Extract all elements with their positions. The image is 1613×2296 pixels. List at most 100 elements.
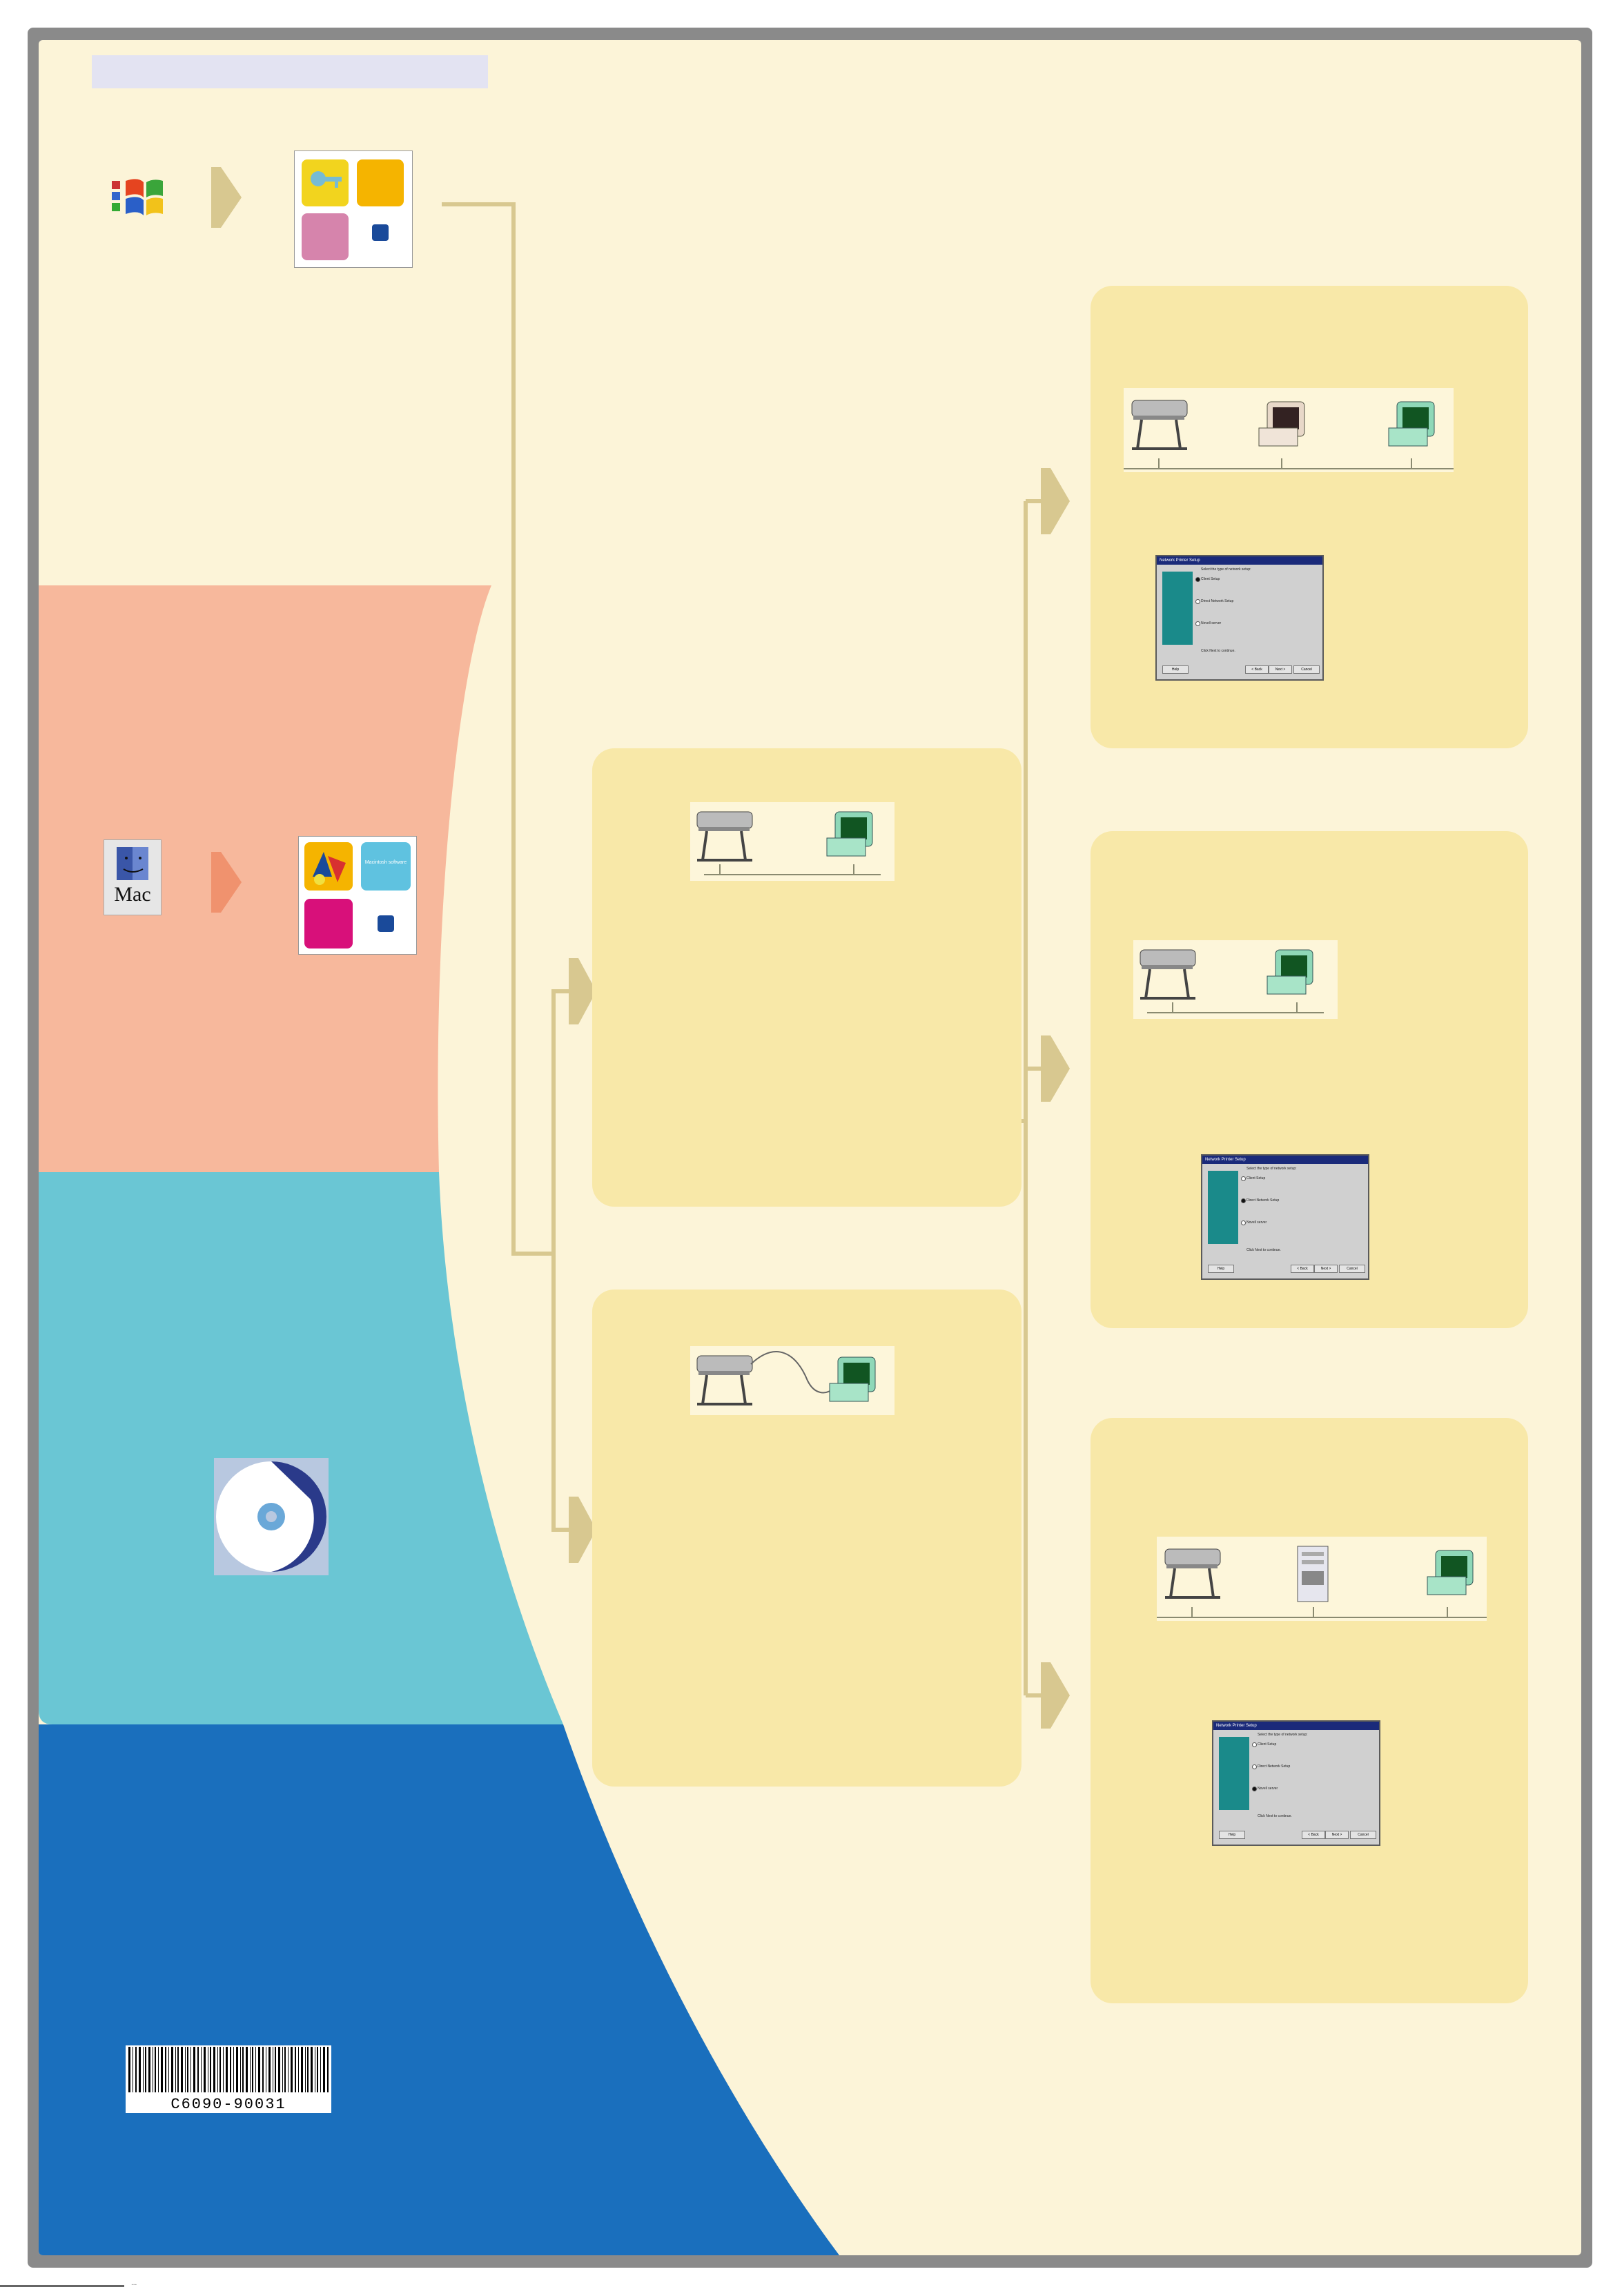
windows-software-package — [294, 150, 413, 268]
computer-icon — [829, 1356, 876, 1402]
plotter-icon — [1131, 400, 1188, 450]
option-novell-server: Novell server — [1247, 1220, 1267, 1225]
option-direct-network-setup: Direct Network Setup — [1201, 599, 1234, 603]
network-printer-setup-dialog: Network Printer Setup Select the type of… — [1201, 1154, 1369, 1280]
option-direct-network-setup: Direct Network Setup — [1247, 1198, 1280, 1203]
wizard-image — [1208, 1171, 1238, 1244]
back-button[interactable]: < Back — [1302, 1831, 1325, 1839]
help-button[interactable]: Help — [1208, 1265, 1234, 1273]
cancel-button[interactable]: Cancel — [1350, 1831, 1376, 1839]
hp-logo-icon — [372, 224, 389, 241]
salmon-region — [39, 585, 491, 1172]
direct-network-setup-panel: Network Printer Setup Select the type of… — [1091, 831, 1528, 1328]
network-printer-setup-dialog: Network Printer Setup Select the type of… — [1212, 1720, 1380, 1846]
client-setup-panel: Network Printer Setup Select the type of… — [1091, 286, 1528, 748]
computer-icon — [1427, 1550, 1474, 1595]
option-novell-server: Novell server — [1201, 621, 1222, 625]
barcode: C6090-90031 — [126, 2045, 331, 2113]
radio-novell-server[interactable] — [1252, 1787, 1257, 1791]
option-direct-network-setup: Direct Network Setup — [1258, 1764, 1291, 1769]
dialog-footer: Click Next to continue. — [1247, 1248, 1281, 1252]
server-tower-icon — [1297, 1546, 1329, 1602]
client-network-diagram — [1124, 388, 1454, 472]
dialog-title: Network Printer Setup — [1202, 1156, 1368, 1164]
shapes-icon — [313, 852, 346, 885]
software-cd-icon — [216, 1461, 326, 1572]
background-shapes — [39, 167, 1070, 2255]
network-diagram — [690, 802, 895, 881]
key-icon — [311, 171, 342, 188]
wizard-image — [1162, 572, 1193, 645]
mac-logo-box: Mac — [104, 839, 162, 915]
novell-network-diagram — [1157, 1537, 1487, 1621]
software-cd — [214, 1458, 329, 1575]
radio-client-setup[interactable] — [1252, 1742, 1257, 1747]
cable-icon — [750, 1351, 836, 1394]
direct-network-diagram — [1133, 940, 1338, 1019]
wizard-image — [1219, 1737, 1249, 1810]
footer-line — [0, 2285, 124, 2287]
next-button[interactable]: Next > — [1269, 665, 1292, 674]
client-computer-icon — [1388, 401, 1435, 447]
back-button[interactable]: < Back — [1245, 665, 1269, 674]
shapes-tile — [304, 842, 353, 891]
macintosh-software-package: Macintosh software — [298, 836, 417, 955]
radio-client-setup[interactable] — [1241, 1176, 1246, 1181]
arrow-windows-icon — [211, 167, 242, 228]
radio-direct-network-setup[interactable] — [1195, 599, 1200, 604]
novell-server-panel: Network Printer Setup Select the type of… — [1091, 1418, 1528, 2003]
macintosh-software-label: Macintosh software — [364, 860, 407, 865]
connector-to-direct-panel — [551, 1254, 571, 1532]
dialog-prompt: Select the type of network setup: — [1247, 1167, 1297, 1171]
header-bar — [92, 55, 488, 88]
dialog-footer: Click Next to continue. — [1258, 1814, 1292, 1818]
help-button[interactable]: Help — [1162, 665, 1189, 674]
plotter-icon — [696, 1355, 753, 1405]
cancel-button[interactable]: Cancel — [1293, 665, 1320, 674]
computer-icon — [826, 811, 873, 857]
cancel-button[interactable]: Cancel — [1339, 1265, 1365, 1273]
back-button[interactable]: < Back — [1291, 1265, 1314, 1273]
pink-tile — [302, 213, 349, 260]
option-client-setup: Client Setup — [1247, 1176, 1266, 1180]
part-number: C6090-90031 — [170, 2096, 286, 2113]
main-connector-line — [442, 202, 554, 1256]
dialog-title: Network Printer Setup — [1157, 556, 1322, 565]
radio-direct-network-setup[interactable] — [1241, 1198, 1246, 1203]
arrow-mac-icon — [211, 852, 242, 913]
radio-direct-network-setup[interactable] — [1252, 1764, 1257, 1769]
arrow-direct-icon — [569, 1497, 596, 1563]
dialog-footer: Click Next to continue. — [1201, 649, 1235, 653]
direct-cable-diagram — [690, 1346, 895, 1415]
windows-logo — [108, 177, 164, 222]
radio-novell-server[interactable] — [1195, 621, 1200, 626]
help-button[interactable]: Help — [1219, 1831, 1245, 1839]
dialog-prompt: Select the type of network setup: — [1201, 567, 1251, 572]
radio-client-setup[interactable] — [1195, 577, 1200, 582]
option-client-setup: Client Setup — [1258, 1742, 1277, 1747]
barcode-bars — [128, 2047, 329, 2092]
arrow-client-icon — [1041, 468, 1070, 534]
plotter-icon — [1140, 949, 1196, 1000]
orange-tile — [357, 159, 404, 206]
direct-connection-panel — [592, 1290, 1021, 1787]
dialog-prompt: Select the type of network setup: — [1258, 1733, 1308, 1737]
hp-logo-icon — [378, 915, 394, 932]
plotter-icon — [696, 811, 753, 862]
radio-novell-server[interactable] — [1241, 1220, 1246, 1225]
plotter-icon — [1164, 1548, 1221, 1599]
poster-sheet: Mac Macintosh software C6090-90031 — [39, 40, 1581, 2255]
macintosh-software-tile: Macintosh software — [361, 842, 411, 891]
dialog-title: Network Printer Setup — [1213, 1722, 1379, 1730]
network-printer-setup-dialog: Network Printer Setup Select the type of… — [1155, 555, 1324, 681]
magenta-tile — [304, 899, 353, 948]
next-button[interactable]: Next > — [1314, 1265, 1338, 1273]
connector-to-network-panel — [551, 989, 571, 1254]
footer-note: ... — [131, 2279, 137, 2287]
network-connection-panel — [592, 748, 1021, 1207]
computer-icon — [1267, 949, 1313, 995]
next-button[interactable]: Next > — [1325, 1831, 1349, 1839]
server-computer-icon — [1258, 401, 1305, 447]
cyan-region — [39, 1172, 563, 1724]
windows-flag-icon — [112, 179, 163, 215]
